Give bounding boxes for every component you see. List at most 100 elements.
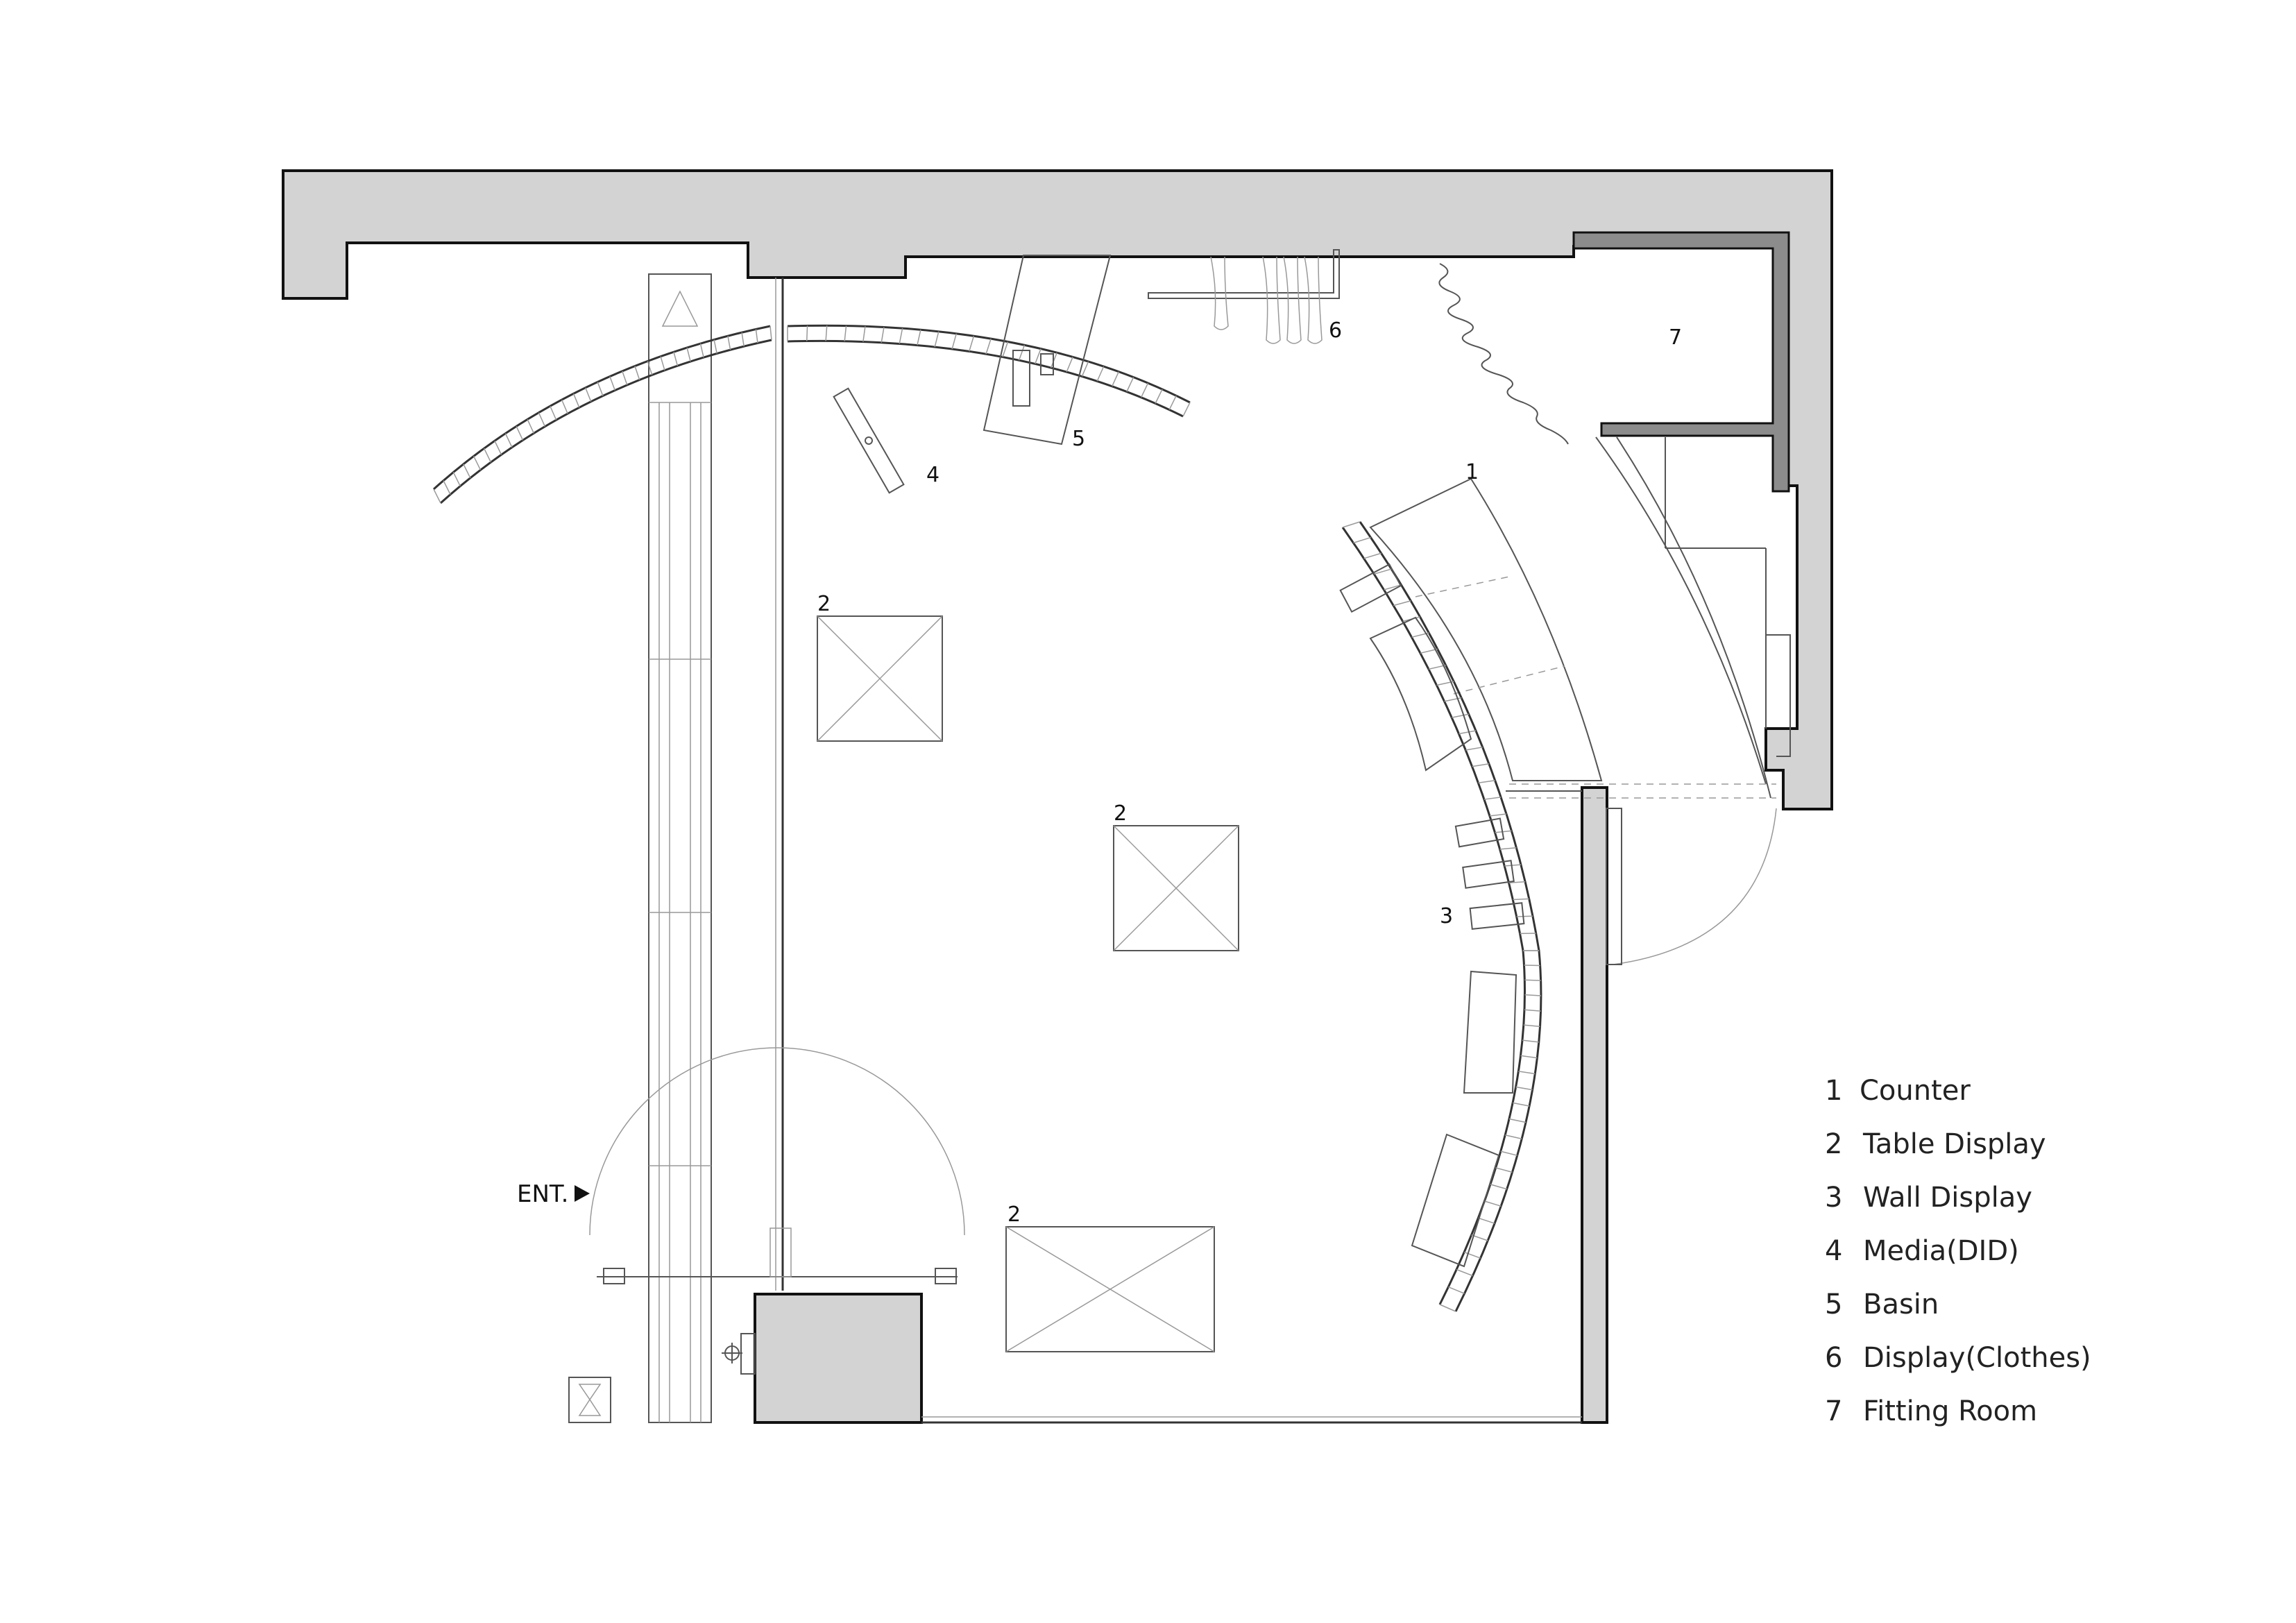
rail-segment <box>1463 1251 1481 1259</box>
rail-segment <box>1499 847 1517 850</box>
rail-segment <box>561 399 568 414</box>
legend-label-4: Media(DID) <box>1863 1235 2019 1267</box>
rail-segment <box>673 351 679 366</box>
rail-segment <box>917 330 921 346</box>
rail-segment <box>1141 382 1149 398</box>
rail-segment <box>1439 1304 1456 1312</box>
legend-label-7: Fitting Room <box>1863 1395 2037 1427</box>
top-wall <box>282 169 1833 810</box>
rail-segment <box>597 382 604 396</box>
entrance-door-swing <box>589 1047 965 1236</box>
rail-segment <box>985 338 992 355</box>
rail-segment <box>1452 713 1469 718</box>
rail-segment <box>572 393 580 408</box>
legend-num-2: 2 <box>1825 1128 1842 1160</box>
rail-segment <box>1478 779 1495 784</box>
rail-segment <box>634 366 640 380</box>
rail-segment <box>1504 864 1522 867</box>
rail-segment <box>516 426 524 441</box>
rail-segment <box>452 472 461 486</box>
rail-segment <box>1456 1268 1473 1277</box>
rail-segment <box>1512 1102 1530 1107</box>
rail-segment <box>934 331 939 348</box>
entrance-column <box>754 1293 923 1424</box>
door-hinge-icon <box>722 1343 742 1363</box>
curved-rail-right <box>787 324 1191 418</box>
callout-fitting-room: 7 <box>1669 325 1682 350</box>
rail-segment <box>862 326 866 342</box>
rail-segment <box>494 440 502 455</box>
callout-basin: 5 <box>1072 427 1085 451</box>
table-display-2 <box>1113 825 1239 951</box>
rail-segment <box>1524 1009 1541 1012</box>
rail-segment <box>1524 994 1541 996</box>
east-door-swing <box>1613 808 1777 965</box>
rail-segment <box>1096 366 1105 382</box>
entrance-label: ENT. <box>517 1180 568 1208</box>
rail-segment <box>881 327 885 343</box>
rail-segment <box>1428 664 1446 670</box>
wall-display-shelves <box>1339 563 1525 1268</box>
rail-segment <box>1489 813 1507 817</box>
rail-segment <box>1523 1024 1540 1028</box>
legend-num-7: 7 <box>1825 1395 1842 1427</box>
rail-segment <box>1495 1167 1513 1173</box>
rail-segment <box>463 464 471 479</box>
rail-segment <box>433 488 441 504</box>
rail-segment <box>1444 697 1462 702</box>
rail-segment <box>1155 389 1163 404</box>
table-display-3 <box>1005 1226 1215 1352</box>
rail-segment <box>1516 915 1533 917</box>
legend-label-6: Display(Clothes) <box>1863 1342 2091 1374</box>
rail-segment <box>527 419 535 434</box>
rail-segment <box>1384 584 1402 590</box>
rail-segment <box>1459 730 1477 735</box>
fitting-room-wall <box>1572 231 1790 493</box>
legend-label-1: Counter <box>1860 1075 1971 1107</box>
rail-segment <box>951 333 958 350</box>
rail-segment <box>1515 1086 1533 1091</box>
curved-rail-left <box>432 325 772 504</box>
rail-segment <box>1393 600 1411 606</box>
rail-segment <box>969 336 975 352</box>
rail-segment <box>443 480 451 495</box>
rail-segment <box>1465 747 1483 751</box>
exterior-fixture <box>568 1377 611 1423</box>
rail-segment <box>1522 1039 1539 1043</box>
rail-segment <box>1035 348 1041 364</box>
fitting-room-cabinet-arc <box>1595 436 1767 785</box>
signage-triangle-icon <box>661 290 699 327</box>
rail-segment <box>844 325 847 341</box>
callout-wall-display: 3 <box>1440 904 1453 928</box>
rail-segment <box>713 339 717 354</box>
basin-faucet <box>1012 350 1030 407</box>
legend: 1 Counter 2 Table Display 3 Wall Display… <box>1825 1075 2091 1427</box>
callout-media: 4 <box>926 463 939 487</box>
rail-segment <box>741 332 745 347</box>
rail-segment <box>1182 402 1191 417</box>
rail-segment <box>538 412 546 427</box>
legend-label-5: Basin <box>1863 1289 1939 1320</box>
rail-segment <box>769 325 772 341</box>
signage-strip <box>648 273 712 1423</box>
rail-segment <box>647 361 653 375</box>
rail-segment <box>1490 1184 1507 1190</box>
legend-label-2: Table Display <box>1862 1128 2046 1160</box>
counter <box>1369 477 1603 781</box>
rail-segment <box>504 433 513 448</box>
callout-table-display-3: 2 <box>1007 1203 1021 1227</box>
rail-segment <box>825 325 828 341</box>
rail-segment <box>622 371 628 386</box>
legend-num-3: 3 <box>1825 1182 1842 1214</box>
rail-segment <box>899 328 903 344</box>
rail-segment <box>1126 377 1134 392</box>
rail-segment <box>1472 763 1490 767</box>
rail-segment <box>686 347 691 362</box>
rail-segment <box>1018 345 1026 361</box>
rail-segment <box>1505 1135 1522 1139</box>
callout-counter: 1 <box>1465 460 1479 484</box>
rail-segment <box>1500 1150 1517 1156</box>
rail-segment <box>1066 357 1073 373</box>
rail-segment <box>585 387 592 402</box>
